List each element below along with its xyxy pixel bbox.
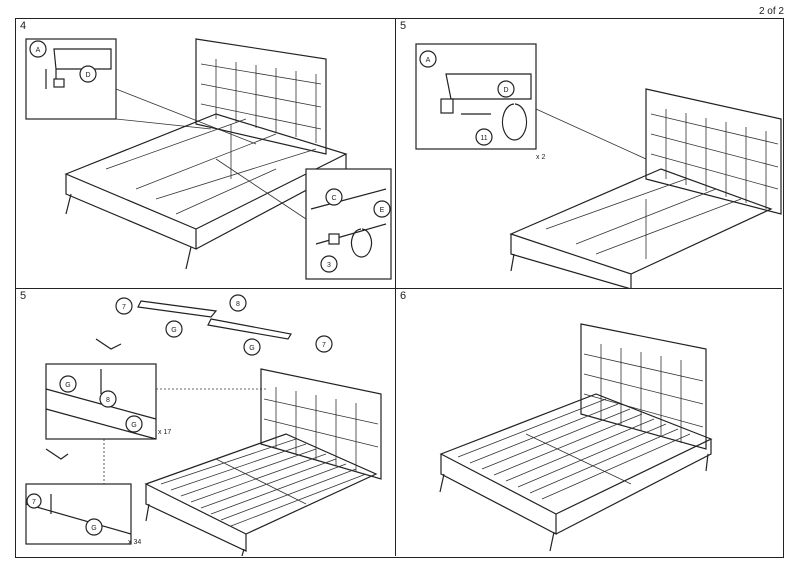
leader-line <box>535 108 647 160</box>
rail-detail <box>53 48 112 79</box>
callout-d: D <box>79 65 97 83</box>
svg-text:8: 8 <box>236 301 240 308</box>
svg-text:G: G <box>65 382 70 389</box>
step-number: 5 <box>400 20 407 32</box>
bracket-part-c <box>328 233 340 245</box>
bed-legs <box>145 503 245 556</box>
headboard-tufting <box>650 109 779 209</box>
svg-text:G: G <box>131 422 136 429</box>
bed-legs <box>510 253 515 272</box>
svg-text:G: G <box>171 327 176 334</box>
slat-assembly-drawing: 7 8 G G 7 G 8 G x 17 7 G x 34 <box>25 294 382 556</box>
svg-text:A: A <box>426 57 431 64</box>
callout-7: 7 <box>26 493 42 509</box>
quantity-label: x 2 <box>536 154 545 161</box>
headboard <box>260 368 382 480</box>
frame-slats <box>457 398 691 500</box>
panel-step-4: 4 A D C E 3 <box>16 19 396 289</box>
detail-inset-c <box>305 168 392 280</box>
hand-icon <box>45 448 69 460</box>
svg-text:G: G <box>91 525 96 532</box>
callout-3: 3 <box>320 255 338 273</box>
leader-line-c <box>215 158 307 220</box>
leader-lines <box>115 88 257 145</box>
headboard-tufting <box>583 344 704 443</box>
bracket-part <box>440 98 454 114</box>
rotate-arrow-icon <box>350 228 373 258</box>
rotate-arrow-icon <box>501 103 528 141</box>
svg-text:11: 11 <box>480 135 487 142</box>
detail-inset <box>25 483 132 545</box>
svg-text:C: C <box>331 195 336 202</box>
panel-step-6: 6 <box>396 289 782 556</box>
panel-step-5-slats: 5 7 8 G G 7 G 8 G x 17 7 G x 34 <box>16 289 396 556</box>
callout-a: A <box>29 40 47 58</box>
bed-frame <box>144 433 378 552</box>
callout-11: 11 <box>475 128 493 146</box>
callout-e: E <box>373 200 391 218</box>
callout-g: G <box>125 415 143 433</box>
bed-frame <box>439 393 713 535</box>
bed-legs <box>439 453 709 552</box>
rail-detail-c <box>310 188 387 245</box>
hand-icon <box>95 338 122 350</box>
frame-slats <box>160 438 367 527</box>
quantity-label: x 34 <box>128 539 141 546</box>
svg-text:D: D <box>85 72 90 79</box>
instruction-sheet: 4 A D C E 3 <box>15 18 784 558</box>
callout-g: G <box>59 375 77 393</box>
svg-text:A: A <box>36 47 41 54</box>
callout-g: G <box>85 518 103 536</box>
callout-8: 8 <box>99 390 117 408</box>
panel-step-5: 5 x 2 A D 11 <box>396 19 782 289</box>
headboard <box>645 88 782 215</box>
headboard-tufting <box>263 387 379 472</box>
bed-frame-assembly-drawing: x 2 A D 11 <box>415 43 782 289</box>
callout-7: 7 <box>115 297 133 315</box>
step-number: 4 <box>20 20 27 32</box>
frame-slats <box>105 118 317 215</box>
page-number: 2 of 2 <box>758 6 784 17</box>
svg-text:E: E <box>380 207 385 214</box>
rail-detail <box>445 73 532 100</box>
frame-slats <box>545 178 742 259</box>
svg-text:D: D <box>503 87 508 94</box>
callout-a: A <box>419 50 437 68</box>
svg-text:G: G <box>249 345 254 352</box>
callout-8: 8 <box>229 294 247 312</box>
callout-c: C <box>325 188 343 206</box>
svg-text:3: 3 <box>327 262 331 269</box>
bed-frame <box>509 168 773 289</box>
bed-frame <box>64 113 348 250</box>
headboard <box>580 323 707 450</box>
callout-g: G <box>243 338 261 356</box>
svg-text:7: 7 <box>122 304 126 311</box>
headboard <box>195 38 327 155</box>
finished-bed-drawing <box>439 323 713 552</box>
slat-detail <box>45 369 157 440</box>
headboard-tufting <box>200 59 322 143</box>
svg-text:7: 7 <box>322 342 326 349</box>
callout-g: G <box>165 320 183 338</box>
quantity-label: x 17 <box>158 429 171 436</box>
svg-text:7: 7 <box>32 499 36 506</box>
svg-text:8: 8 <box>106 397 110 404</box>
callout-7: 7 <box>315 335 333 353</box>
dashed-guide <box>103 388 266 484</box>
callout-d: D <box>497 80 515 98</box>
slat-detail <box>25 494 132 535</box>
step-number: 5 <box>20 290 27 302</box>
bed-frame-assembly-drawing: A D C E 3 <box>25 38 392 280</box>
bracket-part <box>53 78 65 88</box>
exploded-slat <box>137 300 292 340</box>
step-number: 6 <box>400 290 407 302</box>
